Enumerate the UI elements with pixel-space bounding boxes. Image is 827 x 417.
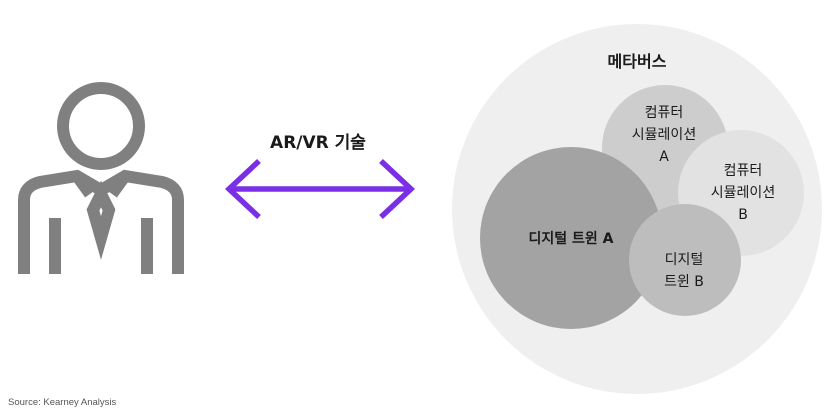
twin-b-line-1: 디지털 — [665, 252, 704, 268]
sim-a-line-3: A — [659, 149, 669, 165]
metaverse-title: 메타버스 — [608, 52, 667, 71]
metaverse-cluster: 메타버스 컴퓨터 시뮬레이션 A 컴퓨터 시뮬레이션 B 디지털 트윈 A 디지… — [452, 24, 822, 394]
twin-a-circle — [480, 147, 662, 329]
sim-a-label: 컴퓨터 시뮬레이션 A — [632, 105, 696, 165]
source-note: Source: Kearney Analysis — [8, 397, 117, 408]
sim-b-line-2: 시뮬레이션 — [711, 185, 775, 201]
sim-b-line-1: 컴퓨터 — [724, 163, 763, 179]
twin-a-label: 디지털 트윈 A — [529, 230, 614, 247]
sim-b-line-3: B — [738, 207, 748, 223]
arrow-label: AR/VR 기술 — [270, 133, 366, 153]
sim-a-line-2: 시뮬레이션 — [632, 127, 696, 143]
double-arrow-icon — [224, 158, 416, 220]
twin-b-label: 디지털 트윈 B — [664, 252, 704, 290]
twin-b-circle — [629, 204, 741, 316]
sim-a-line-1: 컴퓨터 — [645, 105, 684, 121]
sim-b-label: 컴퓨터 시뮬레이션 B — [711, 163, 775, 223]
twin-b-line-2: 트윈 B — [664, 274, 704, 290]
businessman-icon — [18, 82, 184, 274]
